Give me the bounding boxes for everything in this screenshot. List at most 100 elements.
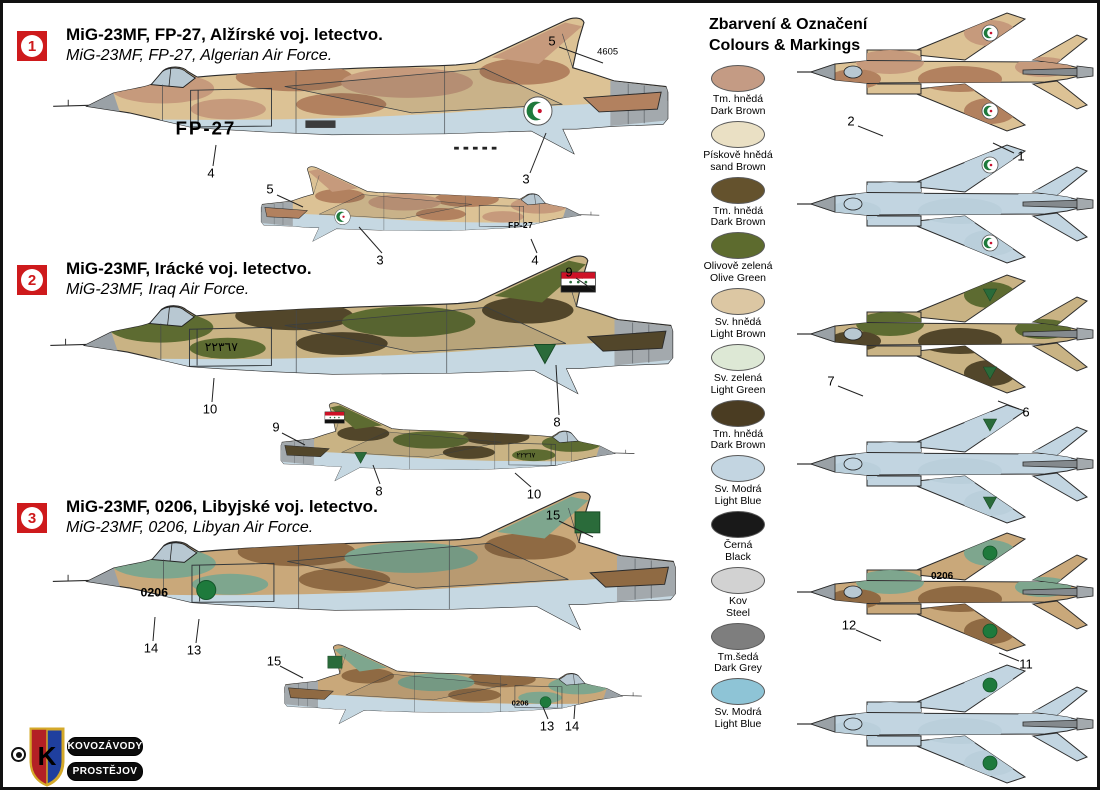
color-swatch — [711, 399, 765, 427]
legend-title: Zbarvení & Označení Colours & Markings — [709, 15, 909, 57]
color-label-cz: Sv. Modrá — [714, 706, 762, 719]
section-1-badge: 1 — [17, 31, 47, 61]
color-label-en: sand Brown — [710, 160, 766, 173]
color-label-cz: Sv. Modrá — [714, 483, 762, 496]
iraqi-bottom-view — [795, 399, 1095, 529]
kp-shield-logo: K — [29, 727, 65, 787]
algerian-roundel — [334, 208, 351, 225]
color-label-en: Dark Brown — [710, 104, 766, 117]
color-label-cz: Tm. hnědá — [712, 204, 764, 217]
color-label-cz: Pískově hnědá — [703, 148, 773, 161]
callout-number: 8 — [375, 483, 383, 499]
libyan-top-view: 0206 — [795, 527, 1095, 657]
color-label-cz: Tm.šedá — [717, 650, 759, 663]
callout-number: 3 — [522, 171, 530, 187]
callout-number: 12 — [841, 617, 857, 633]
callout-number: 10 — [202, 401, 218, 417]
section-2-title-en: MiG-23MF, Iraq Air Force. — [66, 281, 250, 298]
callout-number: 2 — [847, 113, 855, 129]
iraqi-side-profile-small: ٢٢٣٦٧ — [268, 401, 648, 493]
color-label-cz: Kov — [728, 594, 748, 607]
color-swatch — [711, 566, 765, 594]
nose-code-text: FP-27 — [508, 221, 533, 230]
callout-number: 15 — [545, 507, 561, 523]
color-swatch — [711, 343, 765, 371]
libyan-bottom-view — [795, 659, 1095, 789]
legend-title-en: Colours & Markings — [709, 36, 861, 54]
callout-number: 5 — [548, 33, 556, 49]
brand-name-top: KOVOZÁVODY — [67, 737, 143, 756]
callout-number: 9 — [272, 419, 280, 435]
libyan-roundel — [196, 580, 217, 601]
callout-number: 4 — [207, 165, 215, 181]
color-swatch — [711, 65, 765, 92]
algerian-bottom-view — [795, 139, 1095, 269]
iraqi-flag — [324, 411, 345, 424]
color-label-en: Light Green — [710, 383, 766, 396]
color-label-cz: Tm. hnědá — [712, 93, 764, 105]
color-label-en: Light Blue — [714, 718, 762, 731]
color-swatch — [711, 678, 765, 706]
algerian-roundel — [523, 96, 553, 126]
legend-title-cz: Zbarvení & Označení — [709, 16, 868, 33]
nose-code-text: FP-27 — [176, 118, 237, 139]
callout-number: 7 — [827, 373, 835, 389]
section-1-title-en: MiG-23MF, FP-27, Algerian Air Force. — [66, 47, 333, 64]
algerian-roundel — [981, 24, 999, 42]
color-label-cz: Černá — [723, 539, 753, 552]
libyan-roundel — [982, 677, 998, 693]
callout-number: 13 — [539, 718, 555, 734]
section-2-title-cz: MiG-23MF, Irácké voj. letectvo. — [66, 259, 312, 278]
callout-number: 14 — [564, 718, 580, 734]
fin-code-text: 4605 — [597, 46, 618, 57]
section-3-badge: 3 — [17, 503, 47, 533]
color-label-en: Light Blue — [714, 495, 762, 508]
section-3-title-cz: MiG-23MF, 0206, Libyjské voj. letectvo. — [66, 497, 378, 516]
color-label-en: Light Brown — [710, 327, 766, 340]
libyan-roundel — [982, 755, 998, 771]
color-label-en: Steel — [726, 606, 750, 619]
color-swatch — [711, 176, 765, 204]
logo-monogram: K — [38, 741, 57, 771]
section-3-number: 3 — [21, 507, 43, 529]
color-label-cz: Sv. zelená — [713, 371, 763, 384]
libyan-side-profile-small: 0206 — [271, 643, 656, 736]
callout-number: 4 — [531, 252, 539, 268]
color-label-cz: Olivově zelená — [703, 260, 773, 273]
color-swatch — [711, 622, 765, 650]
libyan-roundel — [982, 545, 998, 561]
algerian-roundel — [981, 102, 999, 120]
nose-code-text: 0206 — [141, 586, 169, 600]
libyan-roundel — [982, 623, 998, 639]
algerian-roundel — [981, 234, 999, 252]
color-swatch — [711, 511, 765, 539]
section-3-title-en: MiG-23MF, 0206, Libyan Air Force. — [66, 519, 314, 536]
trademark-icon — [11, 747, 26, 762]
fuselage-code-text: 0206 — [931, 571, 954, 582]
callout-number: 8 — [553, 414, 561, 430]
color-swatch — [711, 120, 765, 148]
callout-number: 1 — [1017, 148, 1025, 164]
color-label-en: Black — [725, 550, 751, 563]
callout-number: 14 — [143, 640, 159, 656]
callout-number: 11 — [1019, 656, 1033, 672]
callout-number: 6 — [1022, 404, 1030, 420]
color-label-en: Dark Grey — [714, 662, 762, 675]
section-2-badge: 2 — [17, 265, 47, 295]
libyan-side-profile-main: 0206 — [31, 489, 696, 651]
iraqi-side-profile-main: ٢٢٣٦٧ — [31, 253, 691, 415]
